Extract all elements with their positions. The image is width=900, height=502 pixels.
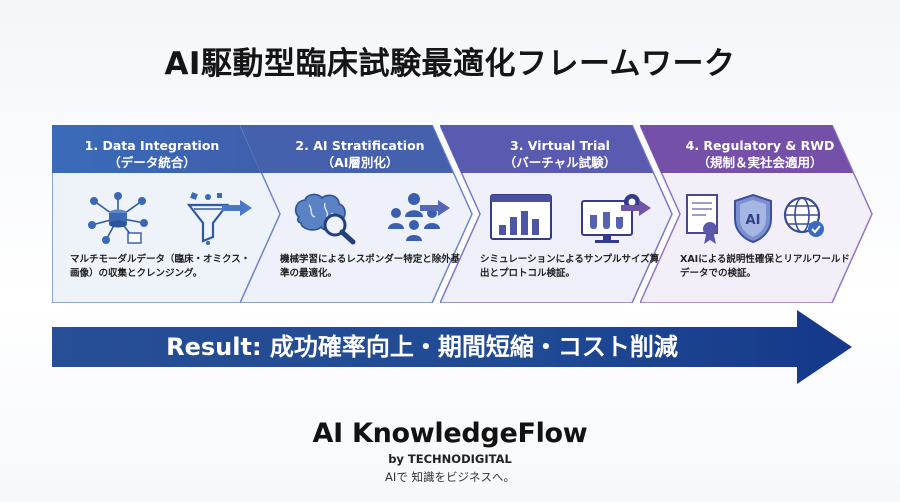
step-subtitle: （データ統合） bbox=[108, 155, 196, 170]
brain-search-icon bbox=[294, 193, 356, 245]
step-card-regulatory-rwd: 4. Regulatory & RWD （規制＆実社会適用） AI XAIによる… bbox=[640, 125, 890, 303]
step-card-virtual-trial: 3. Virtual Trial （バーチャル試験） シミュレーションによるサン… bbox=[440, 125, 690, 303]
step-subtitle: （バーチャル試験） bbox=[503, 155, 617, 170]
step-description: XAIによる説明性確保とリアルワールドデータでの検証。 bbox=[680, 254, 850, 279]
brand-name: AI KnowledgeFlow bbox=[312, 418, 588, 449]
step-subtitle: （規制＆実社会適用） bbox=[697, 155, 823, 170]
brand-byline: by TECHNODIGITAL bbox=[388, 452, 512, 466]
step-description: マルチモーダルデータ（臨床・オミクス・画像）の収集とクレンジング。 bbox=[70, 254, 251, 279]
connector-arrow-icon bbox=[222, 200, 252, 216]
result-arrow-banner bbox=[52, 310, 852, 384]
brand-tagline: AIで 知識をビジネスへ。 bbox=[385, 470, 515, 484]
step-shape bbox=[440, 125, 673, 303]
step-description: シミュレーションによるサンプルサイズ算出とプロトコル検証。 bbox=[480, 254, 660, 279]
step-subtitle: （AI層別化） bbox=[321, 155, 399, 170]
step-title: 4. Regulatory & RWD bbox=[685, 138, 835, 153]
test-tube-monitor-icon bbox=[580, 194, 640, 243]
bar-chart-window-icon bbox=[489, 194, 552, 240]
step-shape bbox=[52, 125, 285, 303]
step-description: 機械学習によるレスポンダー特定と除外基準の最適化。 bbox=[280, 254, 461, 279]
step-title: 1. Data Integration bbox=[84, 138, 220, 153]
ai-shield-icon: AI bbox=[733, 193, 772, 244]
connector-arrow-icon bbox=[621, 200, 651, 216]
step-shape bbox=[240, 125, 473, 303]
network-database-icon bbox=[87, 192, 148, 244]
connector-arrow-icon bbox=[420, 200, 450, 216]
page-title: AI駆動型臨床試験最適化フレームワーク bbox=[164, 46, 736, 82]
svg-text:AI: AI bbox=[746, 213, 761, 228]
result-text: Result: 成功確率向上・期間短縮・コスト削減 bbox=[166, 333, 678, 361]
step-card-data-integration: 1. Data Integration （データ統合） bbox=[52, 125, 302, 303]
step-title: 3. Virtual Trial bbox=[510, 138, 610, 153]
step-card-ai-stratification: 2. AI Stratification （AI層別化） 機械学習によるレスポン… bbox=[240, 125, 490, 303]
step-title: 2. AI Stratification bbox=[295, 138, 425, 153]
certificate-icon bbox=[685, 194, 718, 244]
globe-check-icon bbox=[784, 196, 825, 237]
